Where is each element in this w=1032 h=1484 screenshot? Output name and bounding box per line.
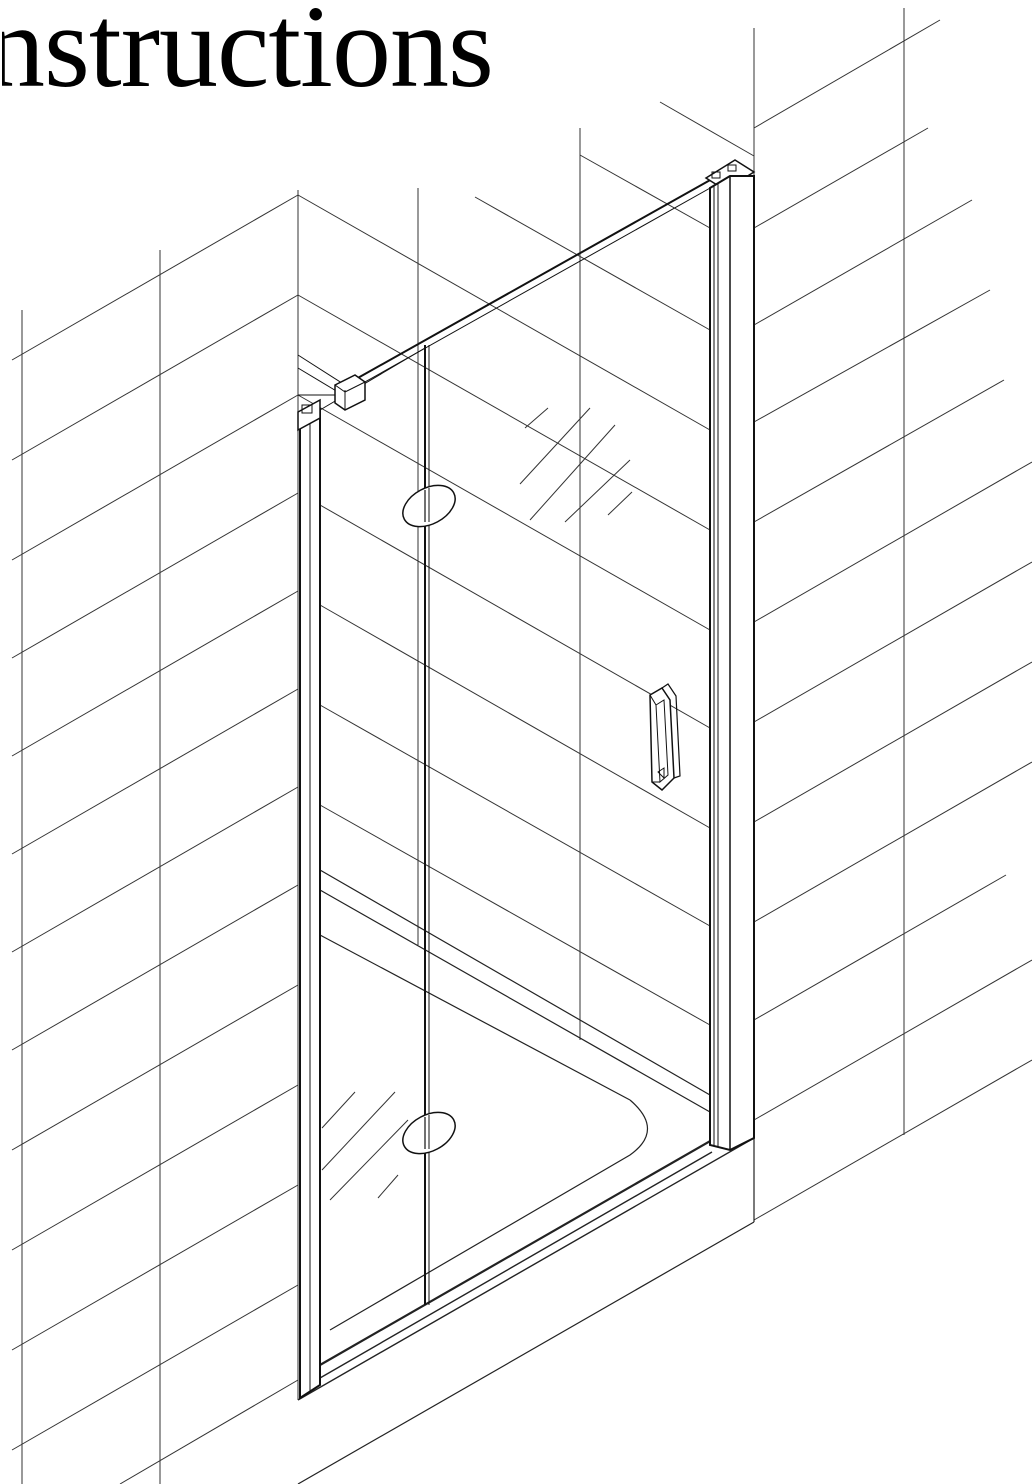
glass-knob-lower: [402, 1111, 456, 1155]
shower-tray: [297, 869, 755, 1484]
page-title-text: nstructions: [0, 0, 493, 112]
fixed-glass-panel: [319, 345, 430, 1305]
right-wall-profile: [709, 175, 755, 1152]
door-handle: [649, 683, 681, 792]
back-wall-tiles: [297, 101, 755, 1040]
stabiliser-bar: [297, 169, 729, 411]
left-wall-tiles: [11, 190, 299, 1484]
page-title: nstructions: [0, 0, 493, 112]
glass-knob-upper: [402, 484, 456, 528]
left-wall-profile: [297, 398, 321, 1400]
glass-reflections: [321, 407, 633, 1201]
right-wall-tiles: [753, 8, 1032, 1221]
